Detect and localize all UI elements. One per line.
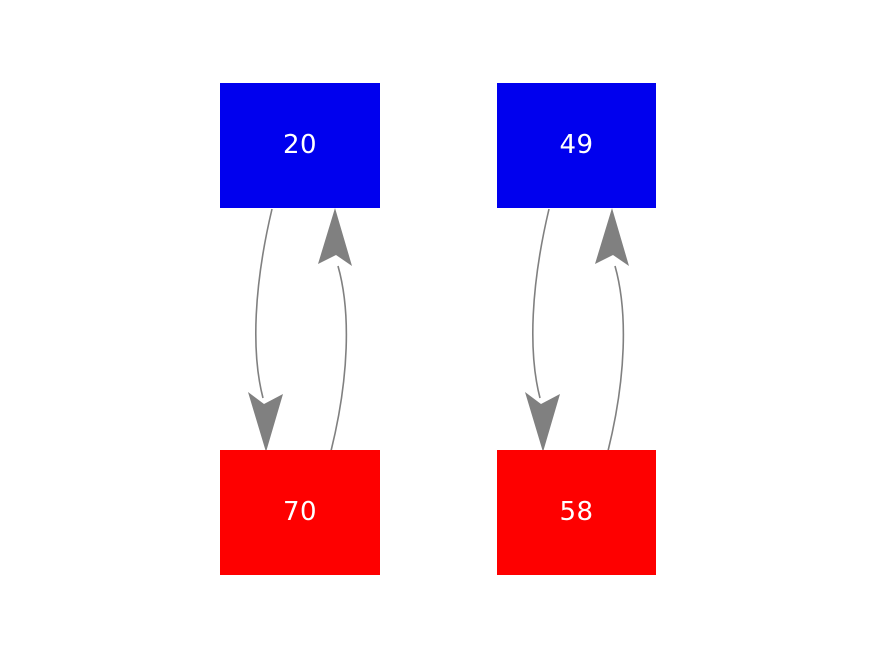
edge-line-up-1 <box>330 265 348 452</box>
arrowhead-up-1 <box>318 208 352 266</box>
graph-node-70[interactable]: 70 <box>220 450 380 575</box>
arrowhead-down-1 <box>248 392 283 452</box>
edge-20-to-70 <box>248 208 283 452</box>
edge-70-to-20 <box>318 208 352 452</box>
arrowhead-up-2 <box>595 208 629 266</box>
edge-line-down-2 <box>532 208 550 399</box>
edge-line-up-2 <box>607 265 625 452</box>
node-label: 70 <box>282 496 318 527</box>
edge-49-to-58 <box>525 208 560 452</box>
edge-line-down-1 <box>255 208 273 399</box>
edge-58-to-49 <box>595 208 629 452</box>
graph-node-58[interactable]: 58 <box>497 450 656 575</box>
graph-node-49[interactable]: 49 <box>497 83 656 208</box>
arrowhead-down-2 <box>525 392 560 452</box>
graph-node-20[interactable]: 20 <box>220 83 380 208</box>
node-label: 20 <box>282 129 318 160</box>
node-label: 58 <box>559 496 594 527</box>
node-label: 49 <box>559 129 594 160</box>
